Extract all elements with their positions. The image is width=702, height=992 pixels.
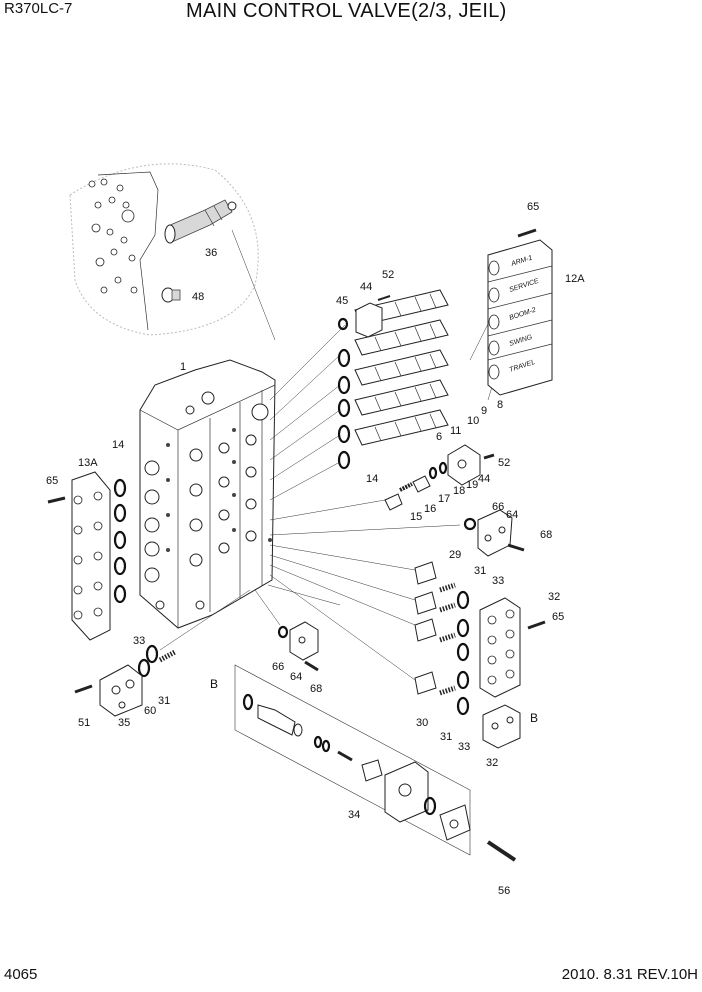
block-64-lower bbox=[277, 621, 319, 672]
o-ring-column-left bbox=[113, 478, 127, 604]
callout-33-lower: 33 bbox=[458, 741, 470, 753]
spool-caps-12a: ARM-1 SERVICE BOOM-2 SWING TRAVEL bbox=[487, 228, 553, 396]
leader-lines bbox=[159, 229, 501, 681]
block-35-group bbox=[74, 644, 177, 717]
block-44 bbox=[355, 295, 391, 338]
plugs-springs-orings bbox=[414, 561, 470, 716]
callout-32-upper: 32 bbox=[548, 591, 560, 603]
spool-11 bbox=[354, 379, 449, 416]
o-ring-column-14 bbox=[337, 317, 351, 470]
callout-60: 60 bbox=[144, 705, 156, 717]
callout-14-right: 14 bbox=[366, 473, 378, 485]
main-valve-body bbox=[139, 359, 276, 629]
block-64-upper bbox=[463, 509, 525, 557]
ref-b-left: B bbox=[210, 677, 218, 691]
callout-32-lower: 32 bbox=[486, 757, 498, 769]
callout-64-lower: 64 bbox=[290, 671, 302, 683]
callout-68-upper: 68 bbox=[540, 529, 552, 541]
callout-16: 16 bbox=[424, 503, 436, 515]
callout-29: 29 bbox=[449, 549, 461, 561]
callout-15: 15 bbox=[410, 511, 422, 523]
callout-65-left: 65 bbox=[46, 475, 58, 487]
callout-30: 30 bbox=[416, 717, 428, 729]
cover-32-upper bbox=[479, 597, 546, 698]
spool-9 bbox=[354, 319, 449, 356]
callout-35: 35 bbox=[118, 717, 130, 729]
callout-65-top: 65 bbox=[527, 201, 539, 213]
callout-8: 8 bbox=[497, 399, 503, 411]
callout-31-lower: 31 bbox=[440, 731, 452, 743]
callout-45: 45 bbox=[336, 295, 348, 307]
cap-13a bbox=[47, 471, 111, 641]
callout-52-lower: 52 bbox=[498, 457, 510, 469]
callout-12a: 12A bbox=[565, 273, 585, 285]
callout-34: 34 bbox=[348, 809, 360, 821]
spool-10 bbox=[354, 349, 449, 386]
callout-18: 18 bbox=[453, 485, 465, 497]
callout-13a: 13A bbox=[78, 457, 98, 469]
page-title: MAIN CONTROL VALVE(2/3, JEIL) bbox=[186, 0, 507, 22]
callout-11: 11 bbox=[450, 425, 461, 437]
callout-65-right: 65 bbox=[552, 611, 564, 623]
small-parts-15-19 bbox=[384, 444, 495, 511]
callout-64-upper: 64 bbox=[506, 509, 518, 521]
callout-68-lower: 68 bbox=[310, 683, 322, 695]
page-number: 4065 bbox=[4, 966, 38, 983]
callout-19: 19 bbox=[466, 479, 478, 491]
callout-17: 17 bbox=[438, 493, 450, 505]
callout-31-left: 31 bbox=[158, 695, 170, 707]
callout-31-upper: 31 bbox=[474, 565, 486, 577]
callout-44-upper: 44 bbox=[360, 281, 372, 293]
spool-6 bbox=[354, 409, 449, 446]
group-34-box bbox=[234, 664, 517, 862]
callout-51: 51 bbox=[78, 717, 90, 729]
callout-36: 36 bbox=[205, 247, 217, 259]
detail-view-relief-valve bbox=[69, 163, 259, 336]
callout-33-upper: 33 bbox=[492, 575, 504, 587]
ref-b-right: B bbox=[530, 711, 538, 725]
callout-9: 9 bbox=[481, 405, 487, 417]
callout-52-upper: 52 bbox=[382, 269, 394, 281]
callout-44-lower: 44 bbox=[478, 473, 490, 485]
callout-66-upper: 66 bbox=[492, 501, 504, 513]
callout-33-left: 33 bbox=[133, 635, 145, 647]
callout-66-lower: 66 bbox=[272, 661, 284, 673]
callout-56: 56 bbox=[498, 885, 510, 897]
cover-32-lower bbox=[482, 704, 521, 749]
callout-48: 48 bbox=[192, 291, 204, 303]
callout-10: 10 bbox=[467, 415, 479, 427]
callout-labels: 1 6 8 9 10 11 12A 13A 14 14 15 16 17 18 … bbox=[46, 201, 585, 897]
callout-6: 6 bbox=[436, 431, 442, 443]
revision-date: 2010. 8.31 REV.10H bbox=[561, 966, 698, 983]
callout-14-left: 14 bbox=[112, 439, 124, 451]
model-label: R370LC-7 bbox=[4, 0, 73, 17]
callout-1: 1 bbox=[180, 361, 186, 373]
